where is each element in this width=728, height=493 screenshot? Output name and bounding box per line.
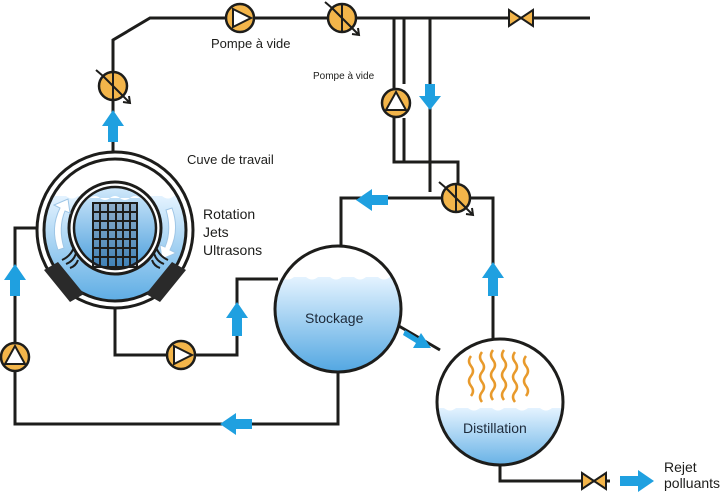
storage-tank bbox=[273, 244, 403, 374]
label-ultrasound: Ultrasons bbox=[203, 242, 263, 258]
valve-icon bbox=[581, 471, 607, 491]
flow-arrow-icon bbox=[102, 110, 124, 142]
pipe-return-loop bbox=[13, 226, 340, 426]
rotation-arrows bbox=[52, 198, 178, 260]
label-pollutant-discharge-1: Rejet bbox=[664, 459, 697, 475]
cross-valve-icon bbox=[324, 1, 361, 37]
flow-arrow-icon bbox=[356, 189, 388, 211]
valve-top-right bbox=[508, 8, 534, 28]
pump-icon bbox=[380, 87, 412, 119]
work-tank bbox=[35, 150, 195, 310]
label-pollutant-discharge-2: polluants bbox=[664, 475, 721, 491]
flow-arrow-icon bbox=[220, 413, 252, 435]
label-vacuum-pump-mid: Pompe à vide bbox=[313, 71, 375, 82]
flow-arrow-icon bbox=[419, 84, 441, 110]
pump-bottom bbox=[165, 339, 197, 371]
flow-arrow-icon bbox=[403, 330, 431, 348]
distillation-tank bbox=[435, 337, 565, 467]
label-jets: Jets bbox=[203, 224, 229, 240]
label-distillation: Distillation bbox=[463, 420, 527, 436]
flow-arrow-icon bbox=[4, 264, 26, 296]
pump-top bbox=[224, 2, 256, 34]
cross-valve-distillation bbox=[438, 181, 475, 217]
pipe-cuve-to-pump bbox=[113, 301, 166, 357]
flow-arrow-icon bbox=[482, 262, 504, 296]
rotating-drum bbox=[67, 180, 163, 276]
basket-icon bbox=[92, 202, 138, 268]
label-vacuum-pump-top: Pompe à vide bbox=[211, 36, 291, 51]
flow-arrow-icon bbox=[620, 470, 654, 492]
cross-valve-top-left bbox=[95, 69, 132, 105]
ultrasonic-transducer-icon bbox=[44, 246, 186, 302]
pipe-stockage-to-valve bbox=[339, 196, 443, 247]
vapor-icon bbox=[467, 349, 530, 403]
label-storage: Stockage bbox=[305, 310, 364, 326]
pump-icon bbox=[0, 341, 31, 373]
pump-vacuum-mid bbox=[380, 87, 412, 119]
valve-icon bbox=[508, 8, 534, 28]
label-work-tank: Cuve de travail bbox=[187, 152, 274, 167]
valve-outlet bbox=[581, 471, 607, 491]
pump-return bbox=[0, 341, 31, 373]
label-rotation: Rotation bbox=[203, 206, 256, 222]
flow-arrows bbox=[4, 84, 654, 492]
pump-icon bbox=[224, 2, 256, 34]
cross-valve-icon bbox=[438, 181, 475, 217]
cross-valve-icon bbox=[95, 69, 132, 105]
pipe-distillation-outlet bbox=[498, 465, 610, 483]
flow-arrow-icon bbox=[226, 302, 248, 336]
cross-valve-top-right bbox=[324, 1, 361, 37]
pump-icon bbox=[165, 339, 197, 371]
pipe-vacuum-top bbox=[111, 16, 590, 86]
